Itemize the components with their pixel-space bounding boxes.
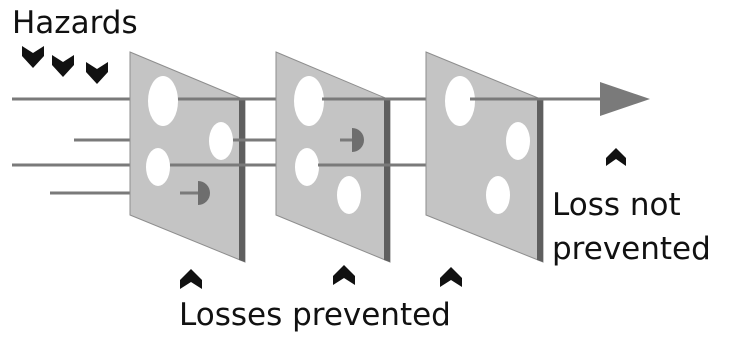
hazard-markers <box>22 46 108 84</box>
prevented-marker-icon-1 <box>180 269 202 289</box>
hazard-chevron-icon-1 <box>22 46 44 68</box>
slice-1-edge <box>239 98 245 262</box>
barrier-slice-1 <box>129 51 246 263</box>
slice-3-edge <box>537 98 543 262</box>
slice-3-hole-3 <box>486 176 510 214</box>
slice-2-hole-3 <box>337 176 361 214</box>
barrier-slice-3 <box>425 51 544 263</box>
prevented-marker-icon-2 <box>333 265 355 285</box>
slice-3-hole-1 <box>445 76 475 126</box>
hazards-label: Hazards <box>12 5 138 41</box>
loss-not-prevented-label: Loss not prevented <box>552 183 711 271</box>
hazard-chevron-icon-2 <box>52 55 74 77</box>
slice-1-face <box>129 51 246 263</box>
loss-not-prevented-line-1: Loss not <box>552 187 681 223</box>
slice-2-hole-1 <box>294 76 324 126</box>
losses-prevented-label: Losses prevented <box>179 297 451 333</box>
loss-arrow-head <box>600 82 650 116</box>
loss-not-prevented-marker-icon <box>606 148 626 166</box>
loss-not-prevented-line-2: prevented <box>552 231 711 267</box>
hazard-chevron-icon-3 <box>86 62 108 84</box>
slice-1-hole-3 <box>146 148 170 186</box>
slice-2-edge <box>384 98 390 262</box>
slice-2-face <box>275 51 391 263</box>
slice-2-hole-2 <box>295 148 319 186</box>
slice-1-hole-1 <box>148 76 178 126</box>
blocked-cap-slice-2 <box>352 128 364 152</box>
outcome-markers <box>180 148 626 289</box>
slice-1-hole-2 <box>209 122 233 160</box>
blocked-cap-slice-1 <box>198 181 210 205</box>
prevented-marker-icon-3 <box>440 267 462 287</box>
slice-3-hole-2 <box>506 122 530 160</box>
barrier-slice-2 <box>275 51 391 263</box>
slice-3-face <box>425 51 544 263</box>
